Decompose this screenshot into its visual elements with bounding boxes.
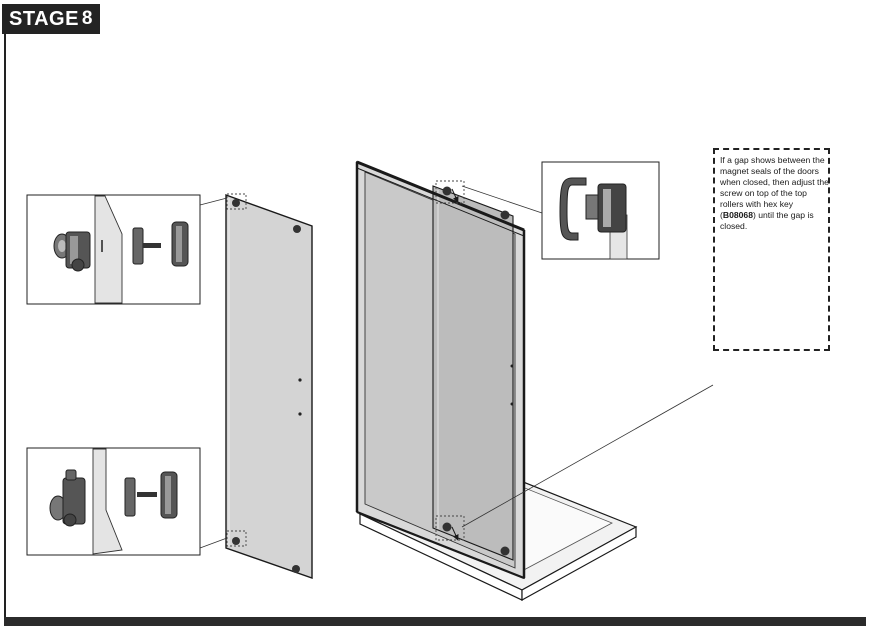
note-part-code: B08068 [722, 210, 753, 220]
note-box [713, 148, 830, 351]
page-frame [4, 4, 866, 625]
bolt-icon [124, 477, 157, 517]
wheel-icon [49, 469, 86, 527]
magnet-seal-icon [559, 177, 627, 241]
detail-magnet-top [541, 161, 660, 260]
panel-hole [298, 412, 302, 416]
bolt-icon [132, 227, 161, 265]
note-text-after: ) until the gap is closed. [720, 210, 814, 231]
stage-label: STAGE [9, 7, 79, 30]
detail-top-roller [26, 194, 201, 305]
panel-hole [298, 378, 302, 382]
roller-assembly-icon [232, 199, 301, 573]
glass-door-panel [199, 193, 313, 579]
detail-bottom-roller [26, 447, 201, 556]
stage-badge: STAGE 8 [2, 4, 100, 34]
adjustment-note: If a gap shows between the magnet seals … [720, 155, 830, 232]
wheel-icon [53, 231, 91, 272]
note-text-before: If a gap shows between the magnet seals … [720, 155, 829, 220]
shower-enclosure [355, 160, 714, 602]
bottom-bar [4, 617, 866, 626]
roller-assembly-icon [442, 186, 510, 556]
stage-number: 8 [81, 8, 93, 29]
